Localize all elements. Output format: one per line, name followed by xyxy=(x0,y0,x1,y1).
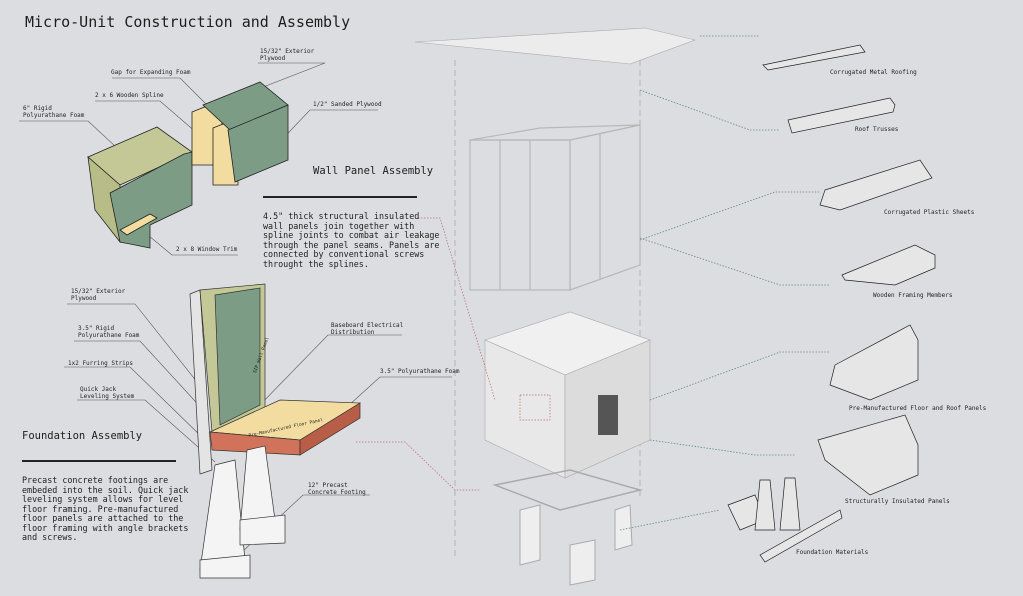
material-leaders xyxy=(619,35,830,531)
red-leaders xyxy=(356,217,551,491)
material-label-floor-roof-panels: Pre-Manufactured Floor and Roof Panels xyxy=(849,405,987,412)
foundation-illustration xyxy=(189,283,362,579)
material-label-framing: Wooden Framing Members xyxy=(873,292,953,299)
wall-panel-description: 4.5" thick structural insulated wall pan… xyxy=(263,211,440,269)
material-label-roofing: Corrugated Metal Roofing xyxy=(830,69,917,76)
label-rigid-foam: 6" Rigid Polyurathane Foam xyxy=(23,105,85,120)
label-concrete-footing: 12" Precast Concrete Footing xyxy=(308,482,366,497)
label-exterior-plywood: 15/32" Exterior Plywood xyxy=(260,48,315,63)
material-icons xyxy=(727,44,936,563)
material-label-sips: Structurally Insulated Panels xyxy=(845,498,950,505)
label-sanded-plywood: 1/2" Sanded Plywood xyxy=(313,101,382,108)
foundation-divider xyxy=(22,460,176,462)
label-polyurathane-foam: 3.5" Polyurathane Foam xyxy=(380,368,460,375)
wall-panel-divider xyxy=(263,196,417,198)
page-title: Micro-Unit Construction and Assembly xyxy=(25,13,351,31)
material-label-plastic-sheets: Corrugated Plastic Sheets xyxy=(884,209,975,216)
foundation-description: Precast concrete footings are embeded in… xyxy=(22,475,189,542)
wall-panel-heading: Wall Panel Assembly xyxy=(313,165,434,177)
label-quick-jack: Quick Jack Leveling System xyxy=(80,386,135,401)
label-window-trim: 2 x 8 Window Trim xyxy=(176,246,238,253)
material-label-foundation: Foundation Materials xyxy=(796,549,869,556)
material-label-trusses: Roof Trusses xyxy=(855,126,899,133)
label-foundation-plywood: 15/32" Exterior Plywood xyxy=(71,288,126,303)
exploded-unit-illustration xyxy=(414,27,697,586)
foundation-heading: Foundation Assembly xyxy=(22,430,143,442)
wall-panel-illustration xyxy=(87,81,289,249)
label-furring-strips: 1x2 Furring Strips xyxy=(68,360,134,367)
label-baseboard: Baseboard Electrical Distribution xyxy=(331,322,404,337)
label-foundation-rigid-foam: 3.5" Rigid Polyurathane Foam xyxy=(78,325,140,340)
label-wooden-spline: 2 x 6 Wooden Spline xyxy=(95,92,164,99)
label-gap-foam: Gap for Expanding Foam xyxy=(111,69,191,76)
